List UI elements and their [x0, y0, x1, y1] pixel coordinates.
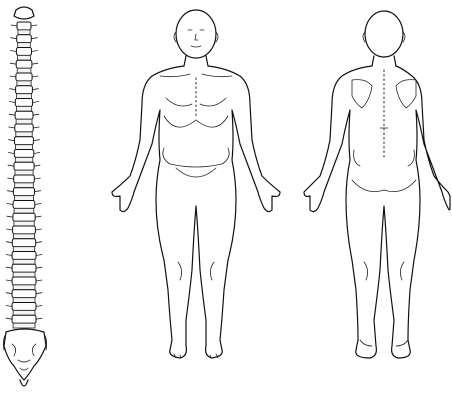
spine-disc: [13, 285, 35, 290]
back-knee-left: [364, 262, 368, 280]
spine-vertebra: [15, 137, 34, 145]
spine-coccyx: [20, 380, 28, 386]
front-clavicles: [160, 74, 232, 77]
spine-disc: [14, 196, 33, 201]
spine-vertebra: [15, 111, 33, 119]
spine-diagram: [3, 7, 46, 386]
spine-disc: [14, 234, 35, 239]
spine-vertebra: [14, 162, 34, 170]
spine-vertebra: [17, 22, 31, 30]
back-scapula-left: [352, 80, 372, 108]
spine-disc: [13, 310, 35, 315]
spine-vertebra: [17, 35, 32, 43]
spine-disc: [18, 43, 31, 48]
spine-disc: [13, 298, 35, 303]
spine-vertebra: [12, 303, 36, 311]
spine-disc: [14, 208, 34, 213]
spine-vertebra: [12, 290, 36, 298]
spine-vertebra: [12, 264, 36, 272]
spine-vertebra: [12, 315, 36, 323]
spine-disc: [13, 259, 35, 264]
spine-vertebra: [14, 150, 34, 158]
back-head: [365, 11, 403, 57]
front-groin: [176, 168, 216, 177]
spine-disc: [15, 183, 34, 188]
back-body-outline: [304, 66, 450, 358]
spine-vertebra: [12, 252, 36, 260]
spine-disc: [16, 119, 32, 124]
spine-disc: [13, 272, 35, 277]
spine-sacrum-detail: [12, 344, 36, 370]
spine-disc: [16, 132, 32, 137]
body-back-view: [304, 11, 450, 358]
front-knee-right: [210, 262, 214, 280]
back-scapula-right: [396, 80, 416, 108]
spine-vertebra: [15, 99, 32, 107]
spine-disc: [18, 30, 30, 35]
spine-vertebrae: [6, 22, 42, 328]
spine-vertebra: [15, 124, 33, 132]
spine-sacrum: [4, 329, 46, 380]
spine-vertebra: [16, 73, 32, 81]
back-knee-right: [400, 262, 404, 280]
front-pelvis: [163, 148, 229, 167]
spine-disc: [17, 68, 31, 73]
spine-vertebra: [16, 60, 32, 68]
body-front-view: [112, 10, 280, 358]
spine-disc: [17, 81, 31, 86]
back-heels: [360, 340, 408, 346]
spine-vertebra: [12, 239, 35, 247]
back-buttocks: [352, 180, 416, 192]
spine-vertebra: [14, 175, 35, 183]
back-ears: [363, 32, 405, 42]
spine-disc: [14, 221, 34, 226]
spine-vertebra: [13, 188, 34, 196]
spine-vertebra: [16, 48, 31, 56]
spine-disc: [13, 323, 35, 328]
spine-vertebra: [16, 86, 33, 94]
spine-disc: [16, 145, 33, 150]
spine-disc: [17, 55, 30, 60]
spine-disc: [15, 170, 33, 175]
front-face-features: [188, 30, 204, 47]
spine-vertebra: [13, 226, 36, 234]
spine-vertebra: [13, 201, 35, 209]
spine-vertebra: [12, 277, 36, 285]
spine-disc: [15, 157, 33, 162]
spine-atlas: [14, 7, 34, 19]
spine-disc: [13, 247, 34, 252]
spine-vertebra: [13, 213, 35, 221]
spine-disc: [16, 106, 31, 111]
front-knee-left: [178, 262, 182, 280]
front-ribcage: [164, 116, 228, 127]
spine-disc: [17, 94, 32, 99]
